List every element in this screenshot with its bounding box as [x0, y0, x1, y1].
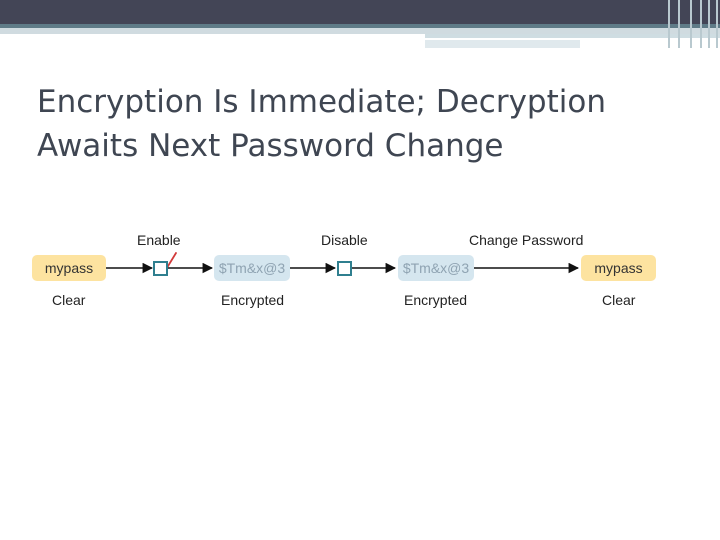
- header-accent-strip-short: [425, 40, 580, 48]
- node-value: $Tm&x@3: [402, 260, 470, 276]
- caption-clear-start: Clear: [52, 292, 86, 308]
- node-clear-start: mypass: [32, 255, 106, 281]
- step-label-enable: Enable: [137, 232, 181, 248]
- header-accent-strip: [425, 34, 720, 38]
- node-clear-end: mypass: [581, 255, 656, 281]
- node-value: $Tm&x@3: [218, 260, 286, 276]
- checked-checkbox-icon: [153, 261, 168, 276]
- slide-title-line-1: Encryption Is Immediate; Decryption: [37, 84, 606, 120]
- caption-encrypted-2: Encrypted: [404, 292, 468, 308]
- slide-title-line-2: Awaits Next Password Change: [37, 128, 504, 164]
- step-label-change-password: Change Password: [469, 232, 584, 248]
- step-label-disable: Disable: [321, 232, 368, 248]
- node-value: mypass: [594, 260, 643, 276]
- slide-title: Encryption Is Immediate; Decryption Awai…: [37, 80, 677, 168]
- header-bar: [0, 0, 720, 24]
- caption-encrypted-1: Encrypted: [221, 292, 285, 308]
- node-encrypted-2: $Tm&x@3: [398, 255, 474, 281]
- node-encrypted-1: $Tm&x@3: [214, 255, 290, 281]
- caption-clear-end: Clear: [602, 292, 636, 308]
- header-corner-lines: [660, 0, 720, 48]
- header-accent-line: [0, 24, 720, 28]
- unchecked-checkbox-icon: [337, 261, 352, 276]
- header-accent-line-light: [0, 28, 720, 34]
- node-value: mypass: [44, 260, 94, 276]
